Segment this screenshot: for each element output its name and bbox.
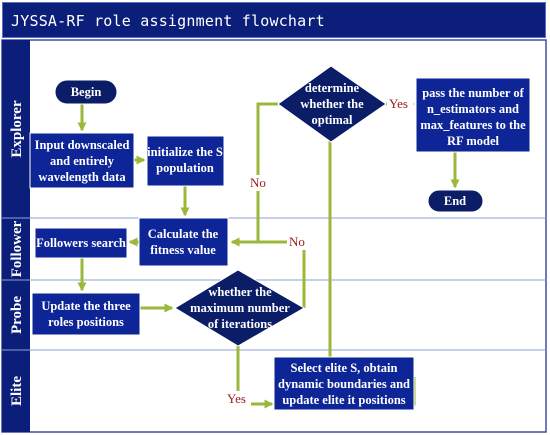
init-population-label: initialize the S population: [147, 145, 223, 175]
no-label-bg-1: [249, 175, 271, 191]
lane-label-probe: Probe: [9, 296, 25, 334]
fitness-box: [138, 217, 229, 267]
pass-line-1: pass the number of: [422, 86, 524, 100]
elite-line-3: update elite it positions: [282, 393, 405, 407]
pass-line-2: n_estimators and: [427, 102, 519, 116]
fitness-line-2: fitness value: [150, 243, 216, 257]
input-line-1: Input downscaled: [35, 138, 130, 152]
yes-label-bg-2: [225, 391, 251, 407]
begin-label: Begin: [71, 85, 102, 99]
end-label: End: [444, 194, 466, 208]
title-bar: JYSSA-RF role assignment flowchart: [2, 2, 546, 38]
edge-determine-no-to-fitness: [232, 102, 278, 244]
elite-line-1: Select elite S, obtain: [291, 361, 398, 375]
input-line-3: wavelength data: [38, 170, 126, 184]
fitness-label: Calculate the fitness value: [148, 227, 219, 257]
elite-line-2: dynamic boundaries and: [278, 377, 410, 391]
pass-line-4: RF model: [447, 134, 499, 148]
begin-terminator: [54, 79, 118, 105]
lane-column: [2, 40, 30, 432]
update-line-2: roles positions: [48, 315, 124, 329]
update-roles-label: Update the three roles positions: [41, 299, 131, 329]
elite-label: Select elite S, obtain dynamic boundaries…: [278, 361, 410, 407]
determine-optimal-decision: [277, 65, 387, 143]
edge-label-yes-whether: Yes: [227, 391, 246, 406]
lane-label-follower: Follower: [9, 220, 25, 277]
init-population-box: [146, 135, 225, 187]
lane-label-explorer: Explorer: [9, 100, 25, 158]
input-data-box: [29, 132, 135, 189]
fitness-line-1: Calculate the: [148, 227, 219, 241]
max-iterations-label: whether the maximum number of iterations: [190, 285, 290, 331]
diagram-title: JYSSA-RF role assignment flowchart: [11, 12, 325, 30]
init-line-2: population: [156, 161, 214, 175]
followers-search-box: [34, 227, 128, 259]
elite-box: [273, 356, 415, 411]
whether-line-1: whether the: [208, 285, 272, 299]
input-data-label: Input downscaled and entirely wavelength d…: [35, 138, 130, 184]
yes-label-bg: [387, 96, 413, 112]
input-line-2: and entirely: [50, 154, 115, 168]
pass-line-3: max_features to the: [420, 118, 526, 132]
end-terminator: [427, 189, 484, 213]
end-line-1: End: [444, 194, 466, 208]
edge-label-no-determine: No: [250, 175, 266, 190]
determine-line-1: determine: [305, 81, 360, 95]
pass-to-rf-label: pass the number of n_estimators and max_fe…: [420, 86, 526, 148]
update-line-1: Update the three: [41, 299, 131, 313]
determine-optimal-label: determine whether the optimal: [300, 81, 364, 127]
determine-line-2: whether the: [300, 97, 364, 111]
determine-line-3: optimal: [312, 113, 354, 127]
edge-label-yes-determine: Yes: [389, 96, 408, 111]
no-label-bg-2: [287, 236, 309, 250]
init-line-1: initialize the S: [147, 145, 223, 159]
whether-line-3: of iterations: [208, 317, 272, 331]
edge-label-no-whether: No: [289, 234, 305, 249]
pass-to-rf-box: [415, 77, 531, 153]
followers-search-label: Followers search: [36, 236, 126, 250]
begin-line-1: Begin: [71, 85, 102, 99]
lane-label-elite: Elite: [9, 376, 25, 406]
update-roles-box: [31, 292, 141, 336]
followers-line-1: Followers search: [36, 236, 126, 250]
whether-line-2: maximum number: [190, 301, 290, 315]
max-iterations-decision: [174, 269, 306, 347]
